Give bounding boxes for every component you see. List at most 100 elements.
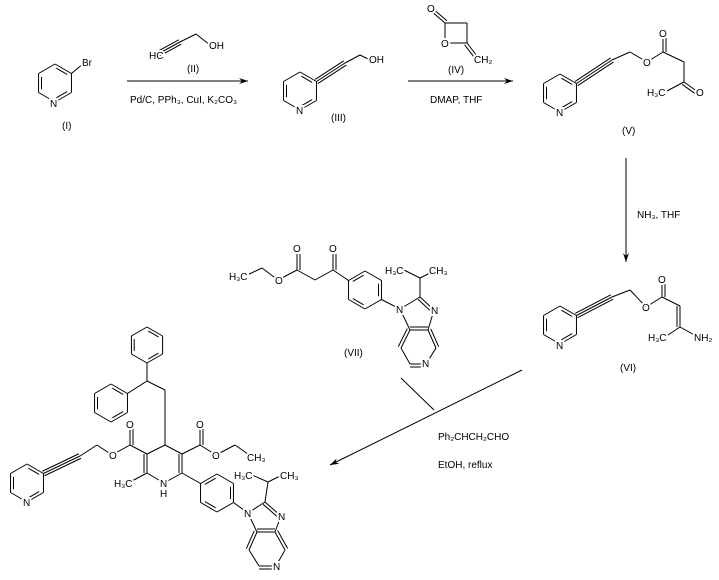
ring-bond — [131, 326, 148, 337]
bond-double — [264, 501, 282, 517]
ring-bond — [559, 73, 577, 84]
atom-n-pyridine: N — [23, 498, 30, 509]
bond — [267, 474, 283, 483]
bond — [274, 515, 282, 533]
ring-bond — [348, 299, 366, 310]
atom-oh: OH — [209, 41, 224, 52]
bond — [646, 51, 664, 63]
arrow-head-icon — [504, 78, 513, 84]
bond-double — [274, 531, 286, 551]
bond-triple — [157, 41, 181, 55]
ring-bond — [299, 71, 317, 82]
bond — [129, 444, 148, 455]
bond-triple — [576, 296, 613, 316]
bond-double — [466, 42, 478, 57]
ring-bond-inner — [112, 387, 124, 395]
bond — [233, 502, 249, 514]
bond — [71, 62, 85, 74]
ring-bond — [543, 102, 561, 113]
atom-ch2: CH₂ — [474, 55, 492, 66]
atom-n1: N — [244, 509, 251, 520]
atom-o-ester2: O — [212, 451, 220, 462]
bond-double — [430, 10, 446, 24]
ring-bond — [200, 473, 218, 484]
ring-bond-inner — [301, 99, 313, 107]
step1-conditions: Pd/C, PPh₃, CuI, K₂CO₃ — [130, 95, 237, 106]
atom-nh-n: N — [160, 479, 167, 490]
arrows-layer — [127, 78, 629, 466]
bond — [662, 51, 685, 63]
bond — [146, 380, 166, 391]
ring-bond-inner — [352, 298, 364, 306]
bond-double — [681, 84, 697, 95]
atom-n: N — [556, 108, 563, 119]
ring-bond — [54, 92, 72, 103]
bond-double — [427, 329, 437, 349]
ring-bond-inner — [28, 491, 40, 499]
bond-triple — [576, 59, 613, 84]
step3-conditions: NH₃, THF — [637, 210, 680, 221]
bond — [234, 444, 249, 455]
bond — [111, 444, 131, 456]
ring-bond-inner — [56, 91, 68, 99]
compound-label-VI: (VI) — [620, 363, 636, 374]
bond — [261, 267, 279, 281]
atom-o-ketone: O — [696, 88, 704, 99]
bond — [629, 289, 647, 308]
atom-o-carbonyl1: O — [293, 244, 301, 255]
bond-triple — [577, 61, 614, 87]
bond-double — [245, 530, 255, 549]
ring-bond-inner — [148, 330, 159, 338]
ring-bond-inner — [352, 274, 364, 282]
bond — [629, 51, 648, 63]
bond — [344, 54, 361, 64]
ring-bond — [200, 502, 218, 513]
ring-bond — [131, 353, 148, 364]
ring-bond — [26, 463, 44, 474]
bond — [427, 309, 435, 331]
bond-triple — [42, 453, 80, 472]
bond-double — [419, 296, 435, 311]
bond-double — [683, 81, 699, 93]
bond — [248, 549, 260, 567]
atom-n: N — [50, 99, 57, 110]
arrow-head-icon — [623, 253, 629, 262]
bond — [664, 326, 681, 338]
bond — [215, 444, 236, 456]
bond-triple — [44, 457, 82, 477]
atom-ch3-ethyl: CH₃ — [247, 453, 266, 464]
compound-label-V: (V) — [622, 126, 635, 137]
ring-bond — [559, 305, 577, 316]
atom-n: N — [556, 341, 563, 352]
bond — [419, 269, 437, 279]
ring-bond — [543, 73, 561, 84]
arrow-head-icon — [330, 458, 340, 465]
bond — [129, 472, 148, 483]
bond-double — [248, 531, 258, 551]
atom-br: Br — [82, 58, 93, 69]
reagent-branch-line — [400, 377, 435, 411]
bond-triple — [575, 294, 612, 314]
bond-double — [277, 530, 289, 549]
bond — [264, 481, 269, 503]
atom-ch3-ipr: CH₃ — [429, 266, 448, 277]
ring-bond — [348, 270, 366, 281]
bond — [127, 380, 148, 394]
bond-double — [430, 328, 440, 347]
ring-bond — [26, 492, 44, 503]
compound-label-IV: (IV) — [448, 65, 464, 76]
atom-ch3-ipr: CH₃ — [280, 471, 299, 482]
bond — [359, 54, 371, 61]
bond — [181, 472, 201, 484]
ring-bond-inner — [561, 309, 573, 317]
bond — [195, 33, 211, 46]
bond — [611, 289, 631, 298]
ring-bond — [216, 502, 234, 513]
bond — [403, 269, 421, 279]
bond-double — [464, 44, 476, 59]
ring-bond-inner — [148, 352, 159, 360]
bond — [381, 299, 401, 310]
bond — [181, 444, 201, 455]
bond-double — [397, 328, 408, 347]
